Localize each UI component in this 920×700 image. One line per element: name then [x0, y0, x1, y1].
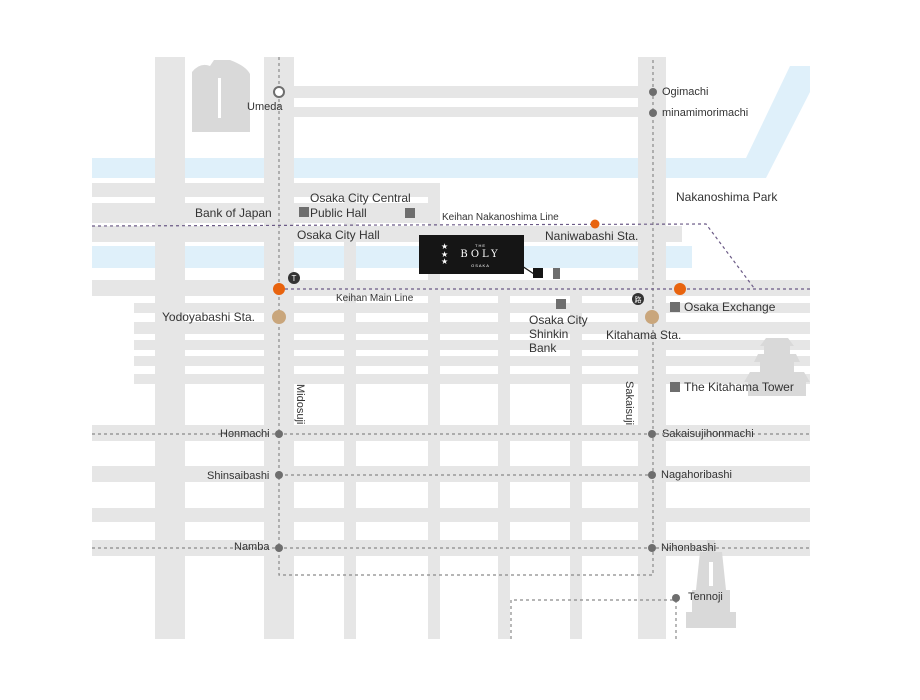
minamimorimachi-station — [649, 109, 657, 117]
tennoji-label: Tennoji — [688, 591, 723, 603]
bank-of-japan-label: Bank of Japan — [195, 206, 272, 220]
shinkin-bank-marker — [556, 299, 566, 309]
honmachi-station — [275, 430, 283, 438]
nihonbashi-label: Nihonbashi — [661, 542, 717, 554]
ogimachi-station — [649, 88, 657, 96]
hotel-logo[interactable]: ★★★ THE BOLY OSAKA — [419, 235, 524, 274]
shinkin-label-1: Osaka City — [529, 313, 588, 327]
shinsaibashi-label: Shinsaibashi — [207, 470, 270, 482]
landmark-markers — [299, 207, 680, 392]
tosabori-river — [92, 246, 692, 268]
central-library-label-2: Public Hall — [310, 206, 367, 220]
ogimachi-label: Ogimachi — [662, 86, 709, 98]
tennoji-station — [672, 594, 680, 602]
kitahama-badge: 路 — [635, 295, 642, 304]
brand-the: THE — [475, 243, 486, 248]
umeda-station-icon — [273, 86, 285, 98]
kitahama-tower-label: The Kitahama Tower — [684, 380, 794, 394]
umeda-label: Umeda — [247, 101, 283, 113]
small-bldg-marker — [553, 268, 560, 279]
osaka-exchange-marker — [670, 302, 680, 312]
kitahama-subway-station — [645, 310, 659, 324]
osaka-station-building-icon — [192, 60, 250, 132]
sakaisuji-label: Sakaisuji — [623, 381, 635, 426]
shinsaibashi-station — [275, 471, 283, 479]
minamimorimachi-label: minamimorimachi — [662, 107, 749, 119]
nakanoshima-park-label: Nakanoshima Park — [676, 190, 778, 204]
central-library-marker — [299, 207, 309, 217]
tanimachi-line — [510, 599, 677, 639]
okawa-river — [746, 66, 810, 178]
dojima-river — [92, 158, 752, 178]
city-hall-label: Osaka City Hall — [297, 228, 380, 242]
namba-label: Namba — [234, 541, 270, 553]
yodoyabashi-subway-station — [272, 310, 286, 324]
namba-station — [275, 544, 283, 552]
station-markers — [272, 86, 686, 602]
brand-city: OSAKA — [471, 263, 490, 268]
kitahama-keihan-station — [674, 283, 686, 295]
tsutenkaku-tower-icon — [686, 540, 736, 628]
sakaisujihonmachi-station — [648, 430, 656, 438]
keihan-main-line-label: Keihan Main Line — [336, 293, 414, 304]
kitahama-label: Kitahama Sta. — [606, 328, 682, 342]
keihan-lines — [91, 223, 810, 290]
brand-name: BOLY — [460, 249, 501, 260]
kitahama-tower-marker — [670, 382, 680, 392]
midosuji-label: Midosuji — [294, 384, 306, 425]
three-star-icon: ★★★ — [441, 242, 449, 266]
nihonbashi-station — [648, 544, 656, 552]
yodoyabashi-badge-icon — [288, 272, 300, 284]
yodoyabashi-keihan-station — [273, 283, 285, 295]
midosuji-line — [278, 57, 654, 576]
yodoyabashi-label: Yodoyabashi Sta. — [162, 310, 255, 324]
honmachi-label: Honmachi — [220, 428, 270, 440]
naniwabashi-label: Naniwabashi Sta. — [545, 229, 639, 243]
keihan-nakanoshima-line — [91, 223, 755, 289]
sakaisujihonmachi-label: Sakaisujihonmachi — [662, 428, 754, 440]
nagahoribashi-label: Nagahoribashi — [661, 469, 732, 481]
keihan-nakanoshima-line-label: Keihan Nakanoshima Line — [442, 212, 559, 223]
hotel-marker — [533, 268, 543, 278]
nagahoribashi-station — [648, 471, 656, 479]
osaka-exchange-label: Osaka Exchange — [684, 300, 776, 314]
annex-marker — [405, 208, 415, 218]
kitahama-badge-icon — [632, 293, 644, 305]
osaka-castle-icon — [744, 338, 810, 396]
central-library-label-1: Osaka City Central — [310, 191, 411, 205]
rivers — [92, 66, 810, 268]
hotel-pointer — [521, 265, 535, 275]
yodoyabashi-badge: T — [292, 274, 297, 283]
shinkin-label-2: Shinkin — [529, 327, 569, 341]
shinkin-label-3: Bank — [529, 341, 557, 355]
naniwabashi-station — [590, 219, 600, 229]
roads — [92, 57, 810, 639]
